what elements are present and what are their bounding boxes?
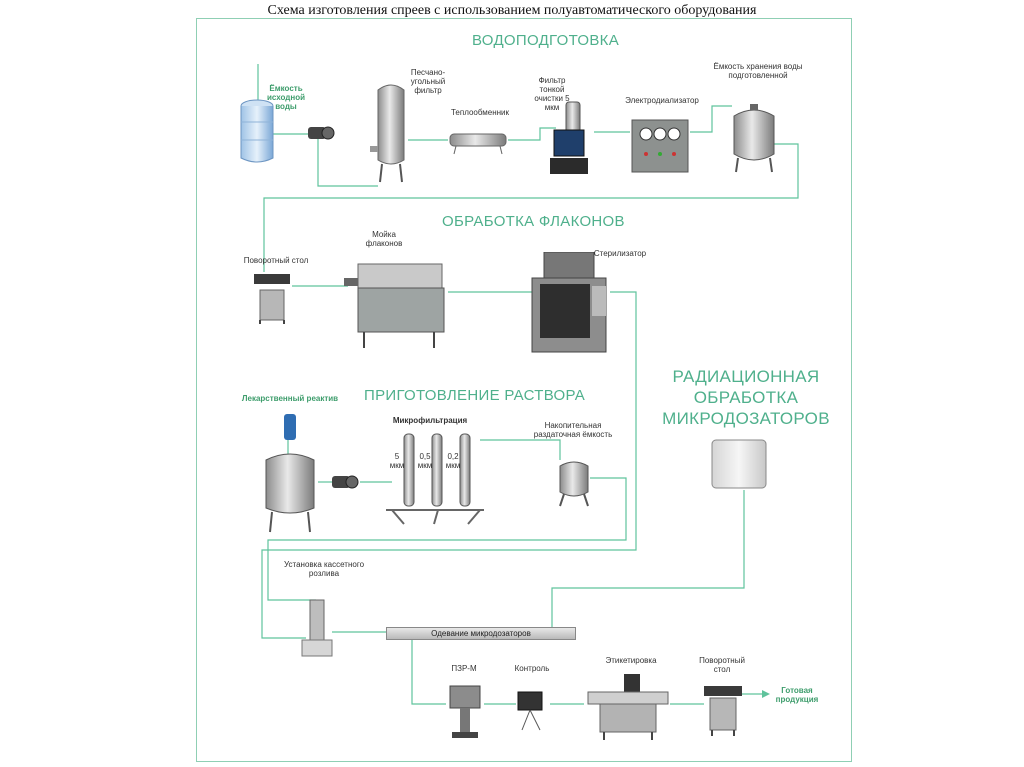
capping-stage: Одевание микродозаторов (386, 627, 576, 640)
pump-2-image (332, 475, 359, 489)
label-rotary-table-1: Поворотный стол (243, 256, 309, 265)
label-electrodeionizer: Электродиализатор (625, 96, 699, 105)
filter-bank-image (386, 433, 484, 525)
label-reagent: Лекарственный реактив (241, 394, 339, 403)
radiation-unit-image (711, 439, 767, 489)
dispensing-tank-image (559, 461, 589, 507)
pzr-image (449, 685, 481, 738)
label-dispensing-tank: Накопительная раздаточная ёмкость (533, 421, 613, 439)
page-title: Схема изготовления спреев с использовани… (267, 3, 757, 18)
label-rotary-table-2: Поворотный стол (699, 656, 745, 674)
mixer-image (265, 414, 315, 533)
label-product: Готовая продукция (775, 686, 819, 704)
label-pzr: ПЗР-М (451, 664, 477, 673)
control-image (517, 691, 543, 731)
section-water: ВОДОПОДГОТОВКА (472, 32, 620, 49)
rotary-table-2-image (704, 686, 742, 736)
line-bottle-3 (261, 291, 637, 639)
source-tank-image (240, 99, 274, 163)
line-water-4 (508, 127, 556, 141)
storage-tank-image (733, 104, 775, 173)
label-storage-tank: Ёмкость хранения воды подготовленной (713, 62, 803, 80)
section-solution: ПРИГОТОВЛЕНИЕ РАСТВОРА (364, 387, 586, 404)
label-bottle-washer: Мойка флаконов (365, 230, 403, 248)
line-rad (551, 490, 745, 628)
bottle-washer-image (344, 263, 445, 348)
label-filter-05: 0,5 мкм (417, 452, 433, 470)
fine-filter-image (550, 101, 588, 174)
line-sol-4 (480, 439, 561, 460)
label-sterilizer: Стерилизатор (593, 249, 647, 258)
section-radiation: РАДИАЦИОННАЯ ОБРАБОТКА МИКРОДОЗАТОРОВ (662, 367, 830, 428)
label-filter-5: 5 мкм (389, 452, 405, 470)
label-sand-filter: Песчано-угольный фильтр (410, 68, 446, 95)
label-labeling: Этикетировка (605, 656, 657, 665)
cassette-filling-image (301, 599, 333, 657)
pump-1-image (308, 126, 335, 140)
label-heat-exchanger: Теплообменник (450, 108, 510, 117)
rotary-table-1-image (254, 274, 290, 324)
label-cassette-filling: Установка кассетного розлива (283, 560, 365, 578)
label-source-tank: Ёмкость исходной воды (266, 84, 305, 111)
line-cap-2 (411, 640, 446, 705)
arrow-head (762, 690, 770, 698)
label-fine-filter: Фильтр тонкой очистки 5 мкм (534, 76, 570, 112)
electrodeionizer-image (631, 119, 689, 173)
heat-exchanger-image (449, 133, 507, 155)
sterilizer-image (531, 252, 607, 353)
line-water-7 (263, 143, 799, 272)
label-filter-02: 0,2 мкм (445, 452, 461, 470)
diagram-frame (196, 18, 852, 762)
line-sol-5 (267, 477, 627, 601)
section-bottles: ОБРАБОТКА ФЛАКОНОВ (442, 213, 625, 230)
label-microfiltration: Микрофильтрация (392, 416, 468, 425)
sand-filter-image (370, 84, 405, 183)
labeling-machine-image (587, 674, 669, 740)
line-water-6 (690, 105, 732, 133)
label-control: Контроль (514, 664, 550, 673)
